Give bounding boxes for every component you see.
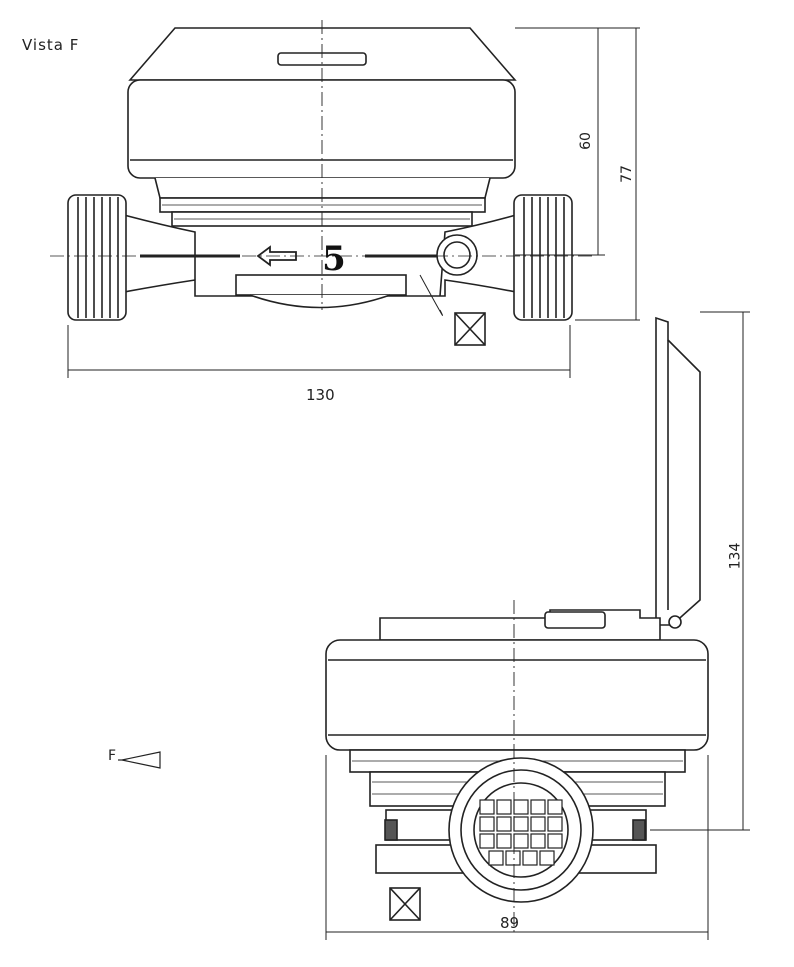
top-view <box>50 20 594 346</box>
side-body <box>325 639 709 751</box>
strainer-grid-icon <box>479 799 563 866</box>
view-direction-arrow-icon <box>121 751 161 769</box>
dial-number: 5 <box>322 239 346 279</box>
top-body <box>127 79 516 179</box>
side-view <box>325 316 709 935</box>
side-open-lid <box>655 316 701 626</box>
dim-top-width: 130 <box>306 386 335 404</box>
top-base-plate <box>235 274 407 296</box>
left-thread-connector <box>67 194 127 321</box>
view-title: Vista F <box>22 36 80 54</box>
side-dimensions <box>325 311 750 940</box>
top-dimensions <box>67 27 640 378</box>
view-direction-label: F <box>108 748 117 764</box>
right-thread-connector <box>513 194 573 321</box>
